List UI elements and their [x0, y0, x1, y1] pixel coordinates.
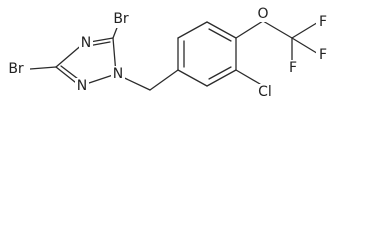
atom-n-top: N — [81, 35, 91, 51]
atom-o: O — [257, 6, 268, 22]
atom-br-top: Br — [113, 11, 129, 27]
mask-f-right — [316, 47, 330, 63]
atom-br-left: Br — [8, 61, 24, 77]
atom-n-mid: N — [113, 66, 123, 82]
bond-layer — [29, 19, 321, 91]
mask-n-low — [75, 78, 89, 94]
bond-ch2-ring — [149, 69, 179, 91]
atom-n-low: N — [77, 78, 87, 94]
atom-label-layer: Br Br N N N O F F F Cl — [8, 6, 327, 100]
bond-ring-5-inner — [208, 66, 232, 80]
bond-ring-3 — [206, 21, 237, 39]
bond-c3-br — [29, 66, 57, 70]
bond-ring-5 — [206, 69, 237, 87]
mask-n-top — [79, 35, 93, 51]
mask-o — [255, 6, 271, 22]
bond-o-cf3 — [262, 20, 293, 39]
atom-f-bottom: F — [289, 60, 297, 76]
chemical-structure: Br Br N N N O F F F Cl — [4, 6, 330, 101]
mask-f-top — [316, 14, 330, 30]
bond-ring-o — [235, 20, 264, 39]
mask-br-left — [4, 60, 30, 78]
bond-cf3-f-right — [291, 37, 321, 56]
atom-cl: Cl — [258, 84, 272, 100]
atom-mask-layer — [4, 6, 330, 101]
bond-ring-6 — [177, 69, 208, 87]
bond-ring-3-inner — [208, 28, 232, 42]
mask-n-mid — [111, 66, 125, 82]
mask-f-bottom — [286, 60, 300, 76]
mask-br-top — [109, 10, 133, 28]
atom-f-right: F — [319, 47, 327, 63]
bond-cf3-f-top — [291, 20, 321, 39]
mask-cl — [254, 84, 276, 101]
atom-f-top: F — [319, 14, 327, 30]
bond-ring-cl — [235, 69, 261, 85]
bond-ring-2 — [177, 21, 208, 39]
